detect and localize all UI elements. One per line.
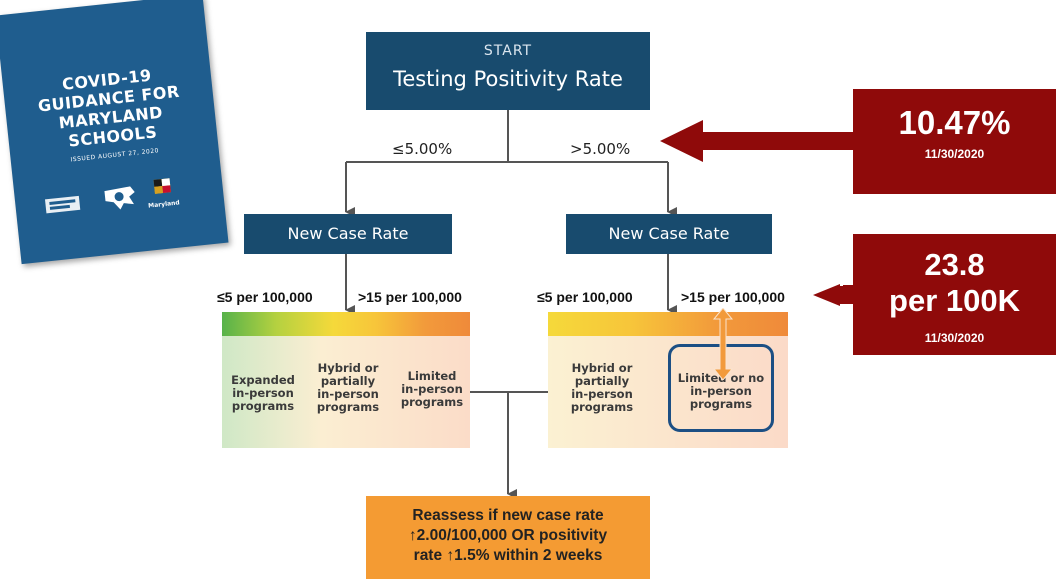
right-color-scale-bar (548, 312, 788, 336)
option-hybrid-left: Hybrid or partially in-person programs (316, 361, 380, 414)
cover-logos (44, 178, 171, 214)
testing-positivity-rate-title: Testing Positivity Rate (393, 67, 623, 91)
case-rate-callout: 23.8 per 100K 11/30/2020 (853, 234, 1056, 355)
rate-label-right-high: >15 per 100,000 (681, 289, 785, 305)
left-options-panel: Expanded in-person programs Hybrid or pa… (222, 312, 470, 448)
option-expanded-in-person: Expanded in-person programs (231, 373, 295, 413)
new-case-rate-box-left: New Case Rate (244, 214, 452, 254)
branch-label-low: ≤5.00% (392, 140, 453, 158)
education-logo-icon (44, 195, 81, 214)
positivity-rate-date: 11/30/2020 (924, 147, 985, 161)
start-box: START Testing Positivity Rate (366, 32, 650, 110)
rate-label-left-low: ≤5 per 100,000 (217, 289, 313, 305)
positivity-callout-arrow-icon (660, 120, 853, 162)
reassess-box: Reassess if new case rate ↑2.00/100,000 … (366, 496, 650, 579)
maryland-flag-icon (153, 178, 171, 194)
current-level-indicator-arrow-icon (712, 308, 734, 380)
maryland-map-icon (104, 186, 135, 210)
case-rate-callout-arrow-icon (813, 284, 853, 306)
right-options-panel: Hybrid or partially in-person programs L… (548, 308, 788, 448)
start-label: START (483, 43, 533, 59)
connector-merge (470, 391, 548, 494)
positivity-rate-value: 10.47% (898, 104, 1011, 141)
option-hybrid-right: Hybrid or partially in-person programs (570, 361, 634, 414)
case-rate-date: 11/30/2020 (924, 331, 985, 345)
option-limited-or-no-in-person: Limited or no in-person programs (677, 371, 765, 411)
left-color-scale-bar (222, 312, 470, 336)
positivity-rate-callout: 10.47% 11/30/2020 (853, 89, 1056, 194)
new-case-rate-box-right: New Case Rate (566, 214, 772, 254)
connector-start-split (346, 110, 668, 163)
rate-label-left-high: >15 per 100,000 (358, 289, 462, 305)
rate-label-right-low: ≤5 per 100,000 (537, 289, 633, 305)
branch-label-high: >5.00% (570, 140, 631, 158)
option-limited-in-person: Limited in-person programs (400, 369, 464, 409)
case-rate-value: 23.8 per 100K (889, 247, 1020, 318)
guidance-booklet-cover: COVID-19 GUIDANCE FOR MARYLAND SCHOOLS I… (0, 0, 229, 265)
